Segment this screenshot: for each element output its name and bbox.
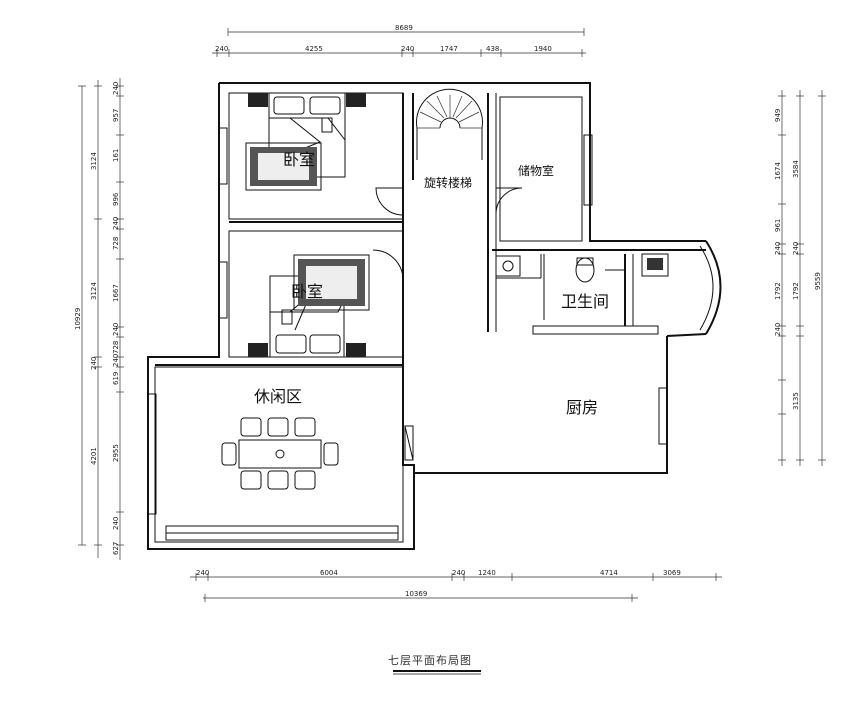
dim-left-inner-7: 240 [112, 323, 120, 336]
dim-top-total: 8689 [395, 24, 413, 32]
dim-left-inner-1: 957 [112, 109, 120, 122]
dim-right-inner-5: 240 [774, 323, 782, 336]
dim-right-inner-0: 949 [774, 109, 782, 122]
dim-bottom-1: 6004 [320, 569, 338, 577]
room-label-leisure: 休闲区 [254, 387, 302, 406]
plan-title: 七层平面布局图 [388, 654, 481, 675]
dim-right-total: 9559 [814, 272, 822, 290]
right-dimensions: 949 1674 961 240 1792 240 3584 240 1792 … [774, 90, 826, 466]
dim-bottom-5: 3069 [663, 569, 681, 577]
dim-right-outer-2: 3135 [792, 392, 800, 410]
dim-bottom-3: 1240 [478, 569, 496, 577]
dim-right-inner-2: 961 [774, 219, 782, 232]
dim-top-1: 4255 [305, 45, 323, 53]
room-label-stair: 旋转楼梯 [424, 175, 472, 190]
room-label-bedroom-top: 卧室 [283, 150, 315, 169]
spiral-stair [416, 88, 483, 160]
dim-left-outer-1: 3124 [90, 282, 98, 300]
dim-right-inner-3: 240 [774, 242, 782, 255]
dim-bottom-total: 10369 [405, 590, 427, 598]
exterior-walls [147, 82, 722, 550]
dim-right-inner-1: 1674 [774, 162, 782, 180]
dim-top-2: 240 [401, 45, 414, 53]
dim-top-4: 438 [486, 45, 499, 53]
top-dimensions: 8689 240 4255 240 1747 438 1940 [212, 24, 586, 57]
dim-left-outer-2: 240 [90, 357, 98, 370]
dim-left-inner-2: 161 [112, 149, 120, 162]
dim-left-inner-9: 240 [112, 354, 120, 367]
dim-top-3: 1747 [440, 45, 458, 53]
bathroom-fixtures [495, 253, 669, 283]
room-labels: 卧室 卧室 旋转楼梯 储物室 卫生间 休闲区 厨房 [254, 150, 609, 417]
dim-left-outer-3: 4201 [90, 447, 98, 465]
room-label-storage: 储物室 [518, 163, 554, 178]
dim-right-outer-0: 3584 [792, 160, 800, 178]
dim-bottom-2: 240 [452, 569, 465, 577]
dim-left-outer-0: 3124 [90, 152, 98, 170]
dim-left-inner-10: 619 [112, 372, 120, 385]
dim-right-inner-6: 240 [792, 242, 800, 255]
dim-right-inner-4: 1792 [774, 282, 782, 300]
dim-left-inner-4: 240 [112, 217, 120, 230]
dim-top-5: 1940 [534, 45, 552, 53]
dim-left-inner-12: 240 [112, 517, 120, 530]
dim-left-inner-13: 627 [112, 542, 120, 555]
bed-mid [248, 254, 370, 358]
dim-right-outer-1: 1792 [792, 282, 800, 300]
room-label-kitchen: 厨房 [566, 398, 598, 417]
dim-left-inner-6: 1667 [112, 284, 120, 302]
dim-left-inner-8: 728 [112, 341, 120, 354]
dim-left-inner-3: 996 [112, 192, 120, 206]
dim-bottom-0: 240 [196, 569, 209, 577]
left-dimensions: 10929 3124 3124 240 4201 240 957 161 996… [74, 78, 124, 560]
dim-left-inner-11: 2955 [112, 444, 120, 462]
bed-top [245, 92, 366, 191]
dim-left-inner-5: 728 [112, 237, 120, 250]
room-label-bathroom: 卫生间 [561, 292, 609, 311]
room-label-bedroom-mid: 卧室 [291, 282, 323, 301]
dim-left-inner-0: 240 [112, 82, 120, 95]
interior-walls [147, 92, 706, 543]
dim-bottom-4: 4714 [600, 569, 618, 577]
dim-left-total: 10929 [74, 308, 82, 330]
dining-table [221, 417, 339, 490]
doors [372, 187, 625, 281]
bottom-dimensions: 240 6004 240 1240 4714 3069 10369 [190, 569, 722, 602]
plan-title-text: 七层平面布局图 [388, 654, 472, 667]
dim-top-0: 240 [215, 45, 228, 53]
